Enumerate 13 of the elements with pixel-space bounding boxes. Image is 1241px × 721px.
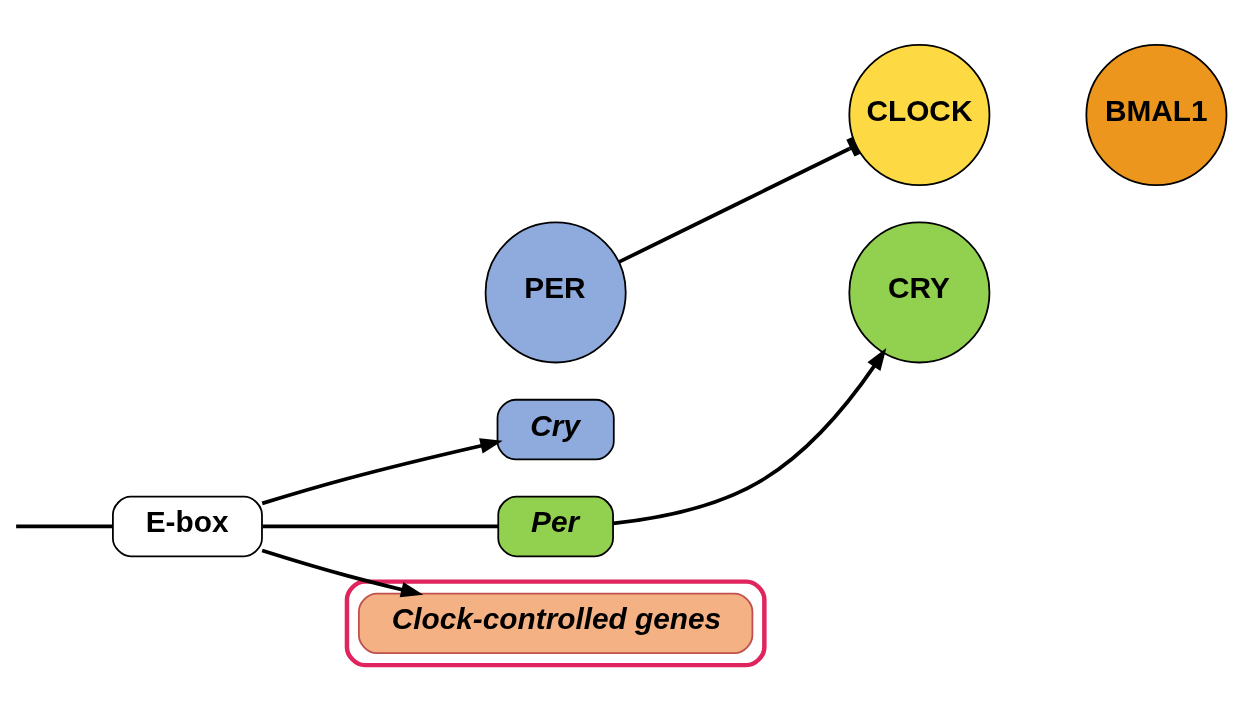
node-box: E-box — [112, 495, 263, 557]
node-box: Clock-controlled genes — [357, 592, 754, 654]
node-circle: CRY — [848, 220, 991, 363]
arrow — [613, 347, 887, 525]
connector — [618, 136, 861, 264]
connector — [262, 524, 499, 528]
node-box: Per — [497, 495, 614, 557]
connector — [16, 524, 113, 528]
node-circle: BMAL1 — [1085, 43, 1228, 186]
node-box: Cry — [496, 398, 615, 460]
arrow — [261, 437, 503, 505]
arrow — [261, 548, 424, 597]
node-circle: PER — [484, 220, 627, 363]
